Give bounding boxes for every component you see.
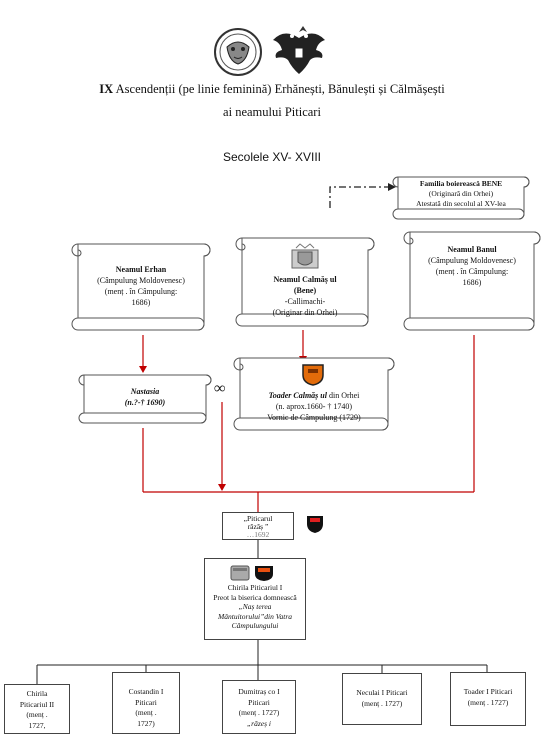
child-text: 1727)	[137, 718, 155, 728]
node-text: (n.?-† 1690)	[124, 398, 166, 407]
black-red-shield-icon	[254, 564, 274, 582]
node-name: Neamul Erhan	[115, 265, 167, 274]
child-chirila-ii: Chirila Piticariul II (menț . 1727,	[4, 684, 70, 734]
page-title: IX Ascendenții (pe linie feminină) Erhăn…	[99, 82, 445, 96]
node-text: Preot la biserica domnească	[213, 592, 297, 602]
node-piticarul-razes: „Piticarul răzăș ” …1692	[222, 512, 294, 540]
child-text: (menț .	[26, 710, 48, 719]
child-text: Piticari	[248, 697, 270, 707]
node-text: răzăș ”	[247, 522, 269, 531]
node-neamul-calmasul: Neamul Calmăș ul (Bene) -Callimachi- (Or…	[234, 232, 375, 332]
child-text: Neculai I Piticari	[356, 688, 408, 697]
node-text: Vornic de Câmpulung (1729)	[267, 413, 361, 422]
node-text: (n. aprox.1660- † 1740)	[275, 402, 353, 411]
child-text: Piticari	[135, 697, 157, 707]
node-text: (Originară din Orhei)	[428, 189, 494, 198]
node-name: Neamul Banul	[447, 245, 497, 254]
node-text: (Originar din Orhei)	[272, 308, 338, 317]
child-text: Costandin I	[128, 687, 164, 696]
child-text: Toader I Piticari	[463, 687, 513, 696]
child-dumitrasco-i: Dumitraș co I Piticari (menț . 1727) „ră…	[222, 680, 296, 734]
node-name: Toader Calmăș ul	[268, 391, 327, 400]
child-text: (menț . 1727)	[467, 697, 509, 707]
child-text: (menț . 1727)	[238, 708, 280, 717]
node-text: (Câmpulung Moldovenesc)	[97, 276, 185, 285]
node-text: Atestată din secolul al XV-lea	[416, 199, 506, 208]
node-familia-bene: Familia boierească BENE (Originară din O…	[390, 172, 530, 224]
node-name: Nastasia	[130, 387, 160, 396]
page-subtitle: Secolele XV- XVIII	[222, 150, 322, 164]
node-name-suffix: din Orhei	[326, 391, 360, 400]
node-text: 1686)	[462, 278, 482, 287]
child-text: 1727,	[28, 720, 46, 730]
child-text: (menț . 1727)	[361, 698, 403, 708]
shield-icon	[302, 362, 324, 386]
marriage-symbol: ∞	[214, 380, 226, 397]
child-text: Chirila	[26, 689, 48, 698]
node-name: Neamul Calmăș ul	[273, 275, 337, 284]
node-text: 1686)	[131, 298, 151, 307]
node-name-alt: (Bene)	[293, 286, 317, 295]
gray-shield-icon	[230, 564, 250, 582]
seal-emblem	[213, 27, 263, 77]
node-text: (Câmpulung Moldovenesc)	[428, 256, 516, 265]
child-text: (menț .	[135, 708, 157, 717]
node-text: „Piticarul	[243, 514, 273, 523]
node-text: Câmpulungului	[231, 621, 279, 630]
child-text: Piticariul II	[19, 699, 55, 709]
page-title-line2: ai neamului Piticari	[223, 105, 321, 119]
node-neamul-erhan: Neamul Erhan (Câmpulung Moldovenesc) (me…	[70, 238, 211, 336]
node-name: Familia boierească BENE	[419, 179, 503, 188]
node-text: -Callimachi-	[284, 297, 326, 306]
child-neculai-i: Neculai I Piticari (menț . 1727)	[342, 673, 422, 725]
node-neamul-banul: Neamul Banul (Câmpulung Moldovenesc) (me…	[402, 226, 541, 336]
child-toader-i: Toader I Piticari (menț . 1727)	[450, 672, 526, 726]
node-text: „Naș terea	[238, 602, 272, 611]
node-text: Chirila Piticariul I	[227, 583, 283, 592]
node-text: (menț . în Câmpulung:	[435, 267, 509, 276]
node-toader-calmasul: Toader Calmăș ul din Orhei (n. aprox.166…	[232, 352, 395, 436]
double-eagle-emblem	[270, 24, 328, 80]
node-nastasia: Nastasia (n.?-† 1690)	[76, 370, 212, 428]
node-chirila-piticariul-i: Chirila Piticariul I Preot la biserica d…	[204, 558, 306, 640]
child-costandin-i: Costandin I Piticari (menț . 1727)	[112, 672, 180, 734]
child-text: Dumitraș co I	[238, 687, 280, 696]
node-text: (menț . în Câmpulung:	[104, 287, 178, 296]
black-shield-icon	[306, 514, 324, 534]
child-text: „răzeș i	[247, 718, 271, 728]
node-text: …1692	[246, 530, 270, 539]
node-text: Mântuitorului”din Vatra	[218, 611, 292, 621]
coat-of-arms-icon	[290, 243, 320, 270]
